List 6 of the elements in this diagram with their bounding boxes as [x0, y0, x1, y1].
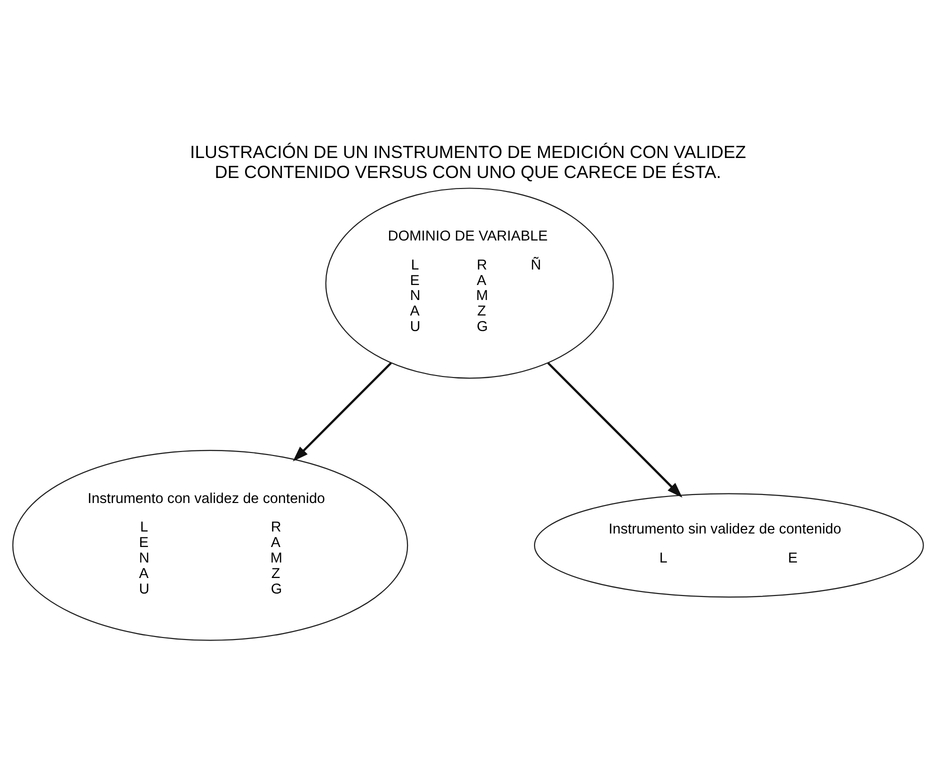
- node-ellipse: Instrumento con validez de contenido L E N A U R A M Z G: [12, 450, 408, 641]
- node-ellipse: Instrumento sin validez de contenido L E: [534, 493, 924, 598]
- diagram-title: ILUSTRACIÓN DE UN INSTRUMENTO DE MEDICIÓN CON VALIDEZ DE CONTENIDO VERSUS CON UNO QUE CARECE DE ÉSTA.: [190, 142, 746, 182]
- node-ellipse: DOMINIO DE VARIABLE L E N A U R A M Z G Ñ: [325, 188, 614, 379]
- arrow: [547, 362, 682, 498]
- arrow: [292, 362, 392, 462]
